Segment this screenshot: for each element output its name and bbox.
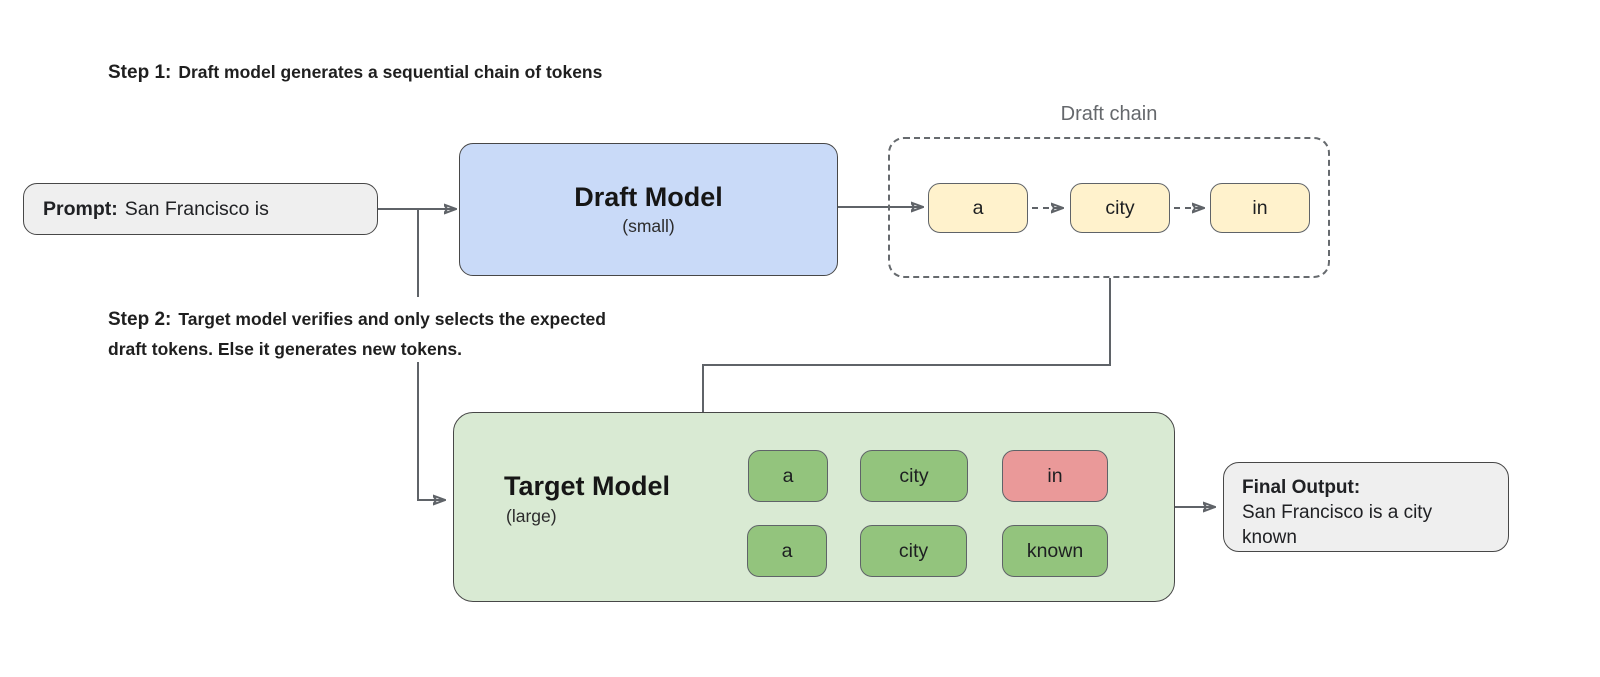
connector-branch-to-target-model xyxy=(417,362,444,500)
step2-line2: draft tokens. Else it generates new toke… xyxy=(108,335,606,365)
step2-caption: Step 2: Target model verifies and only se… xyxy=(108,305,606,365)
final-output-label: Final Output: xyxy=(1242,477,1361,498)
target-token-row1-in: in xyxy=(1002,450,1108,502)
step2-prefix: Step 2: xyxy=(108,309,172,330)
target-token-row1-a: a xyxy=(748,450,828,502)
draft-token-a: a xyxy=(928,183,1028,233)
draft-token-city: city xyxy=(1070,183,1170,233)
step1-caption: Step 1: Draft model generates a sequentia… xyxy=(108,58,602,88)
draft-chain-label: Draft chain xyxy=(1060,103,1158,125)
prompt-box: Prompt: San Francisco is xyxy=(23,183,378,235)
draft-model-title: Draft Model xyxy=(574,182,723,212)
draft-model-subtitle: (small) xyxy=(622,216,675,236)
step2-line1: Step 2: Target model verifies and only se… xyxy=(108,305,606,335)
draft-token-in: in xyxy=(1210,183,1310,233)
step1-text: Draft model generates a sequential chain… xyxy=(178,62,603,82)
final-output-text: San Francisco is a city known xyxy=(1242,502,1433,548)
target-model-label-block: Target Model (large) xyxy=(504,471,670,527)
step1-prefix: Step 1: xyxy=(108,62,172,83)
target-token-row2-city: city xyxy=(860,525,967,577)
step2-text-line1: Target model verifies and only selects t… xyxy=(178,309,606,329)
step2-text-line2: draft tokens. Else it generates new toke… xyxy=(108,339,462,359)
target-model-subtitle: (large) xyxy=(506,506,557,526)
prompt-text: San Francisco is xyxy=(124,197,269,220)
draft-model-box: Draft Model (small) xyxy=(459,143,838,276)
target-token-row2-a: a xyxy=(747,525,827,577)
prompt-label: Prompt: xyxy=(43,197,118,220)
target-model-title: Target Model xyxy=(504,471,671,501)
draft-chain-box xyxy=(888,137,1330,278)
target-token-row1-city: city xyxy=(860,450,968,502)
target-token-row2-known: known xyxy=(1002,525,1108,577)
final-output-box: Final Output: San Francisco is a city kn… xyxy=(1223,462,1509,552)
